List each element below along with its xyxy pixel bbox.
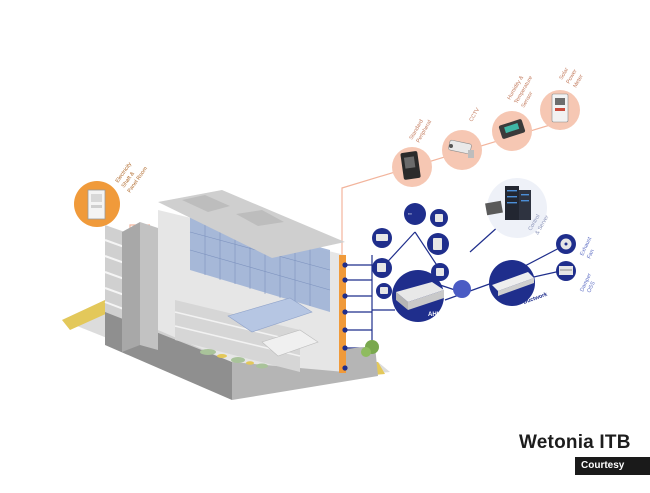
- exhaust-fan-label-2: Fan: [586, 249, 595, 260]
- ductwork-unit: Ductwork: [489, 260, 549, 306]
- damper-node: Damper OSS: [556, 261, 597, 294]
- power-meter-icon: [551, 93, 569, 123]
- cctv-label: CCTV: [469, 107, 482, 123]
- core-tower: [122, 222, 140, 352]
- fan-icon: [560, 238, 572, 250]
- svg-text:▪▪▪: ▪▪▪: [408, 212, 412, 216]
- solar-label-1: Solar: [559, 67, 571, 81]
- yellow-platform-left: [62, 300, 110, 330]
- control-loop-circles: ▪▪▪: [372, 203, 471, 299]
- electrical-cabinet-icon: [87, 189, 106, 220]
- humidity-sensor-node: Humidity & Temperature Sensor: [492, 75, 535, 151]
- courtyard-greenery: [200, 349, 268, 369]
- atrium-glass-roof: [227, 297, 313, 333]
- brand-title: Wetonia ITB: [519, 432, 631, 453]
- controller-node: [404, 203, 426, 225]
- link-node: [453, 280, 471, 298]
- cctv-node: CCTV: [442, 107, 482, 170]
- damper-icon: [559, 266, 573, 275]
- ahu-label: AHU: [428, 312, 441, 318]
- infographic: Electricity Shaft & Panel Room: [62, 66, 650, 489]
- building-automation-diagram: Electricity Shaft & Panel Room: [62, 67, 597, 400]
- cctv-camera-icon: [448, 139, 474, 158]
- inner-floors: [175, 300, 300, 372]
- electricity-panel: Electricity Shaft & Panel Room: [74, 161, 149, 227]
- ahu-unit: AHU: [392, 270, 444, 322]
- courtesy-credit: Courtesy Image: [575, 457, 650, 489]
- standard-peripheral-node: Standard Peripheral: [392, 119, 433, 187]
- building-cutaway: [62, 190, 390, 400]
- staircase: [261, 329, 319, 357]
- exhaust-fan-node: Exhaust Fan: [556, 234, 596, 260]
- damper-label-2: OSS: [586, 280, 596, 293]
- panel-device-icon: [400, 151, 421, 180]
- riser-shaft: [339, 255, 346, 373]
- riser-nodes: [342, 262, 348, 371]
- solar-meter-node: Solar Power Meter: [540, 67, 585, 130]
- sensor-device-icon: [498, 119, 526, 139]
- server-rack-icon: [485, 186, 531, 220]
